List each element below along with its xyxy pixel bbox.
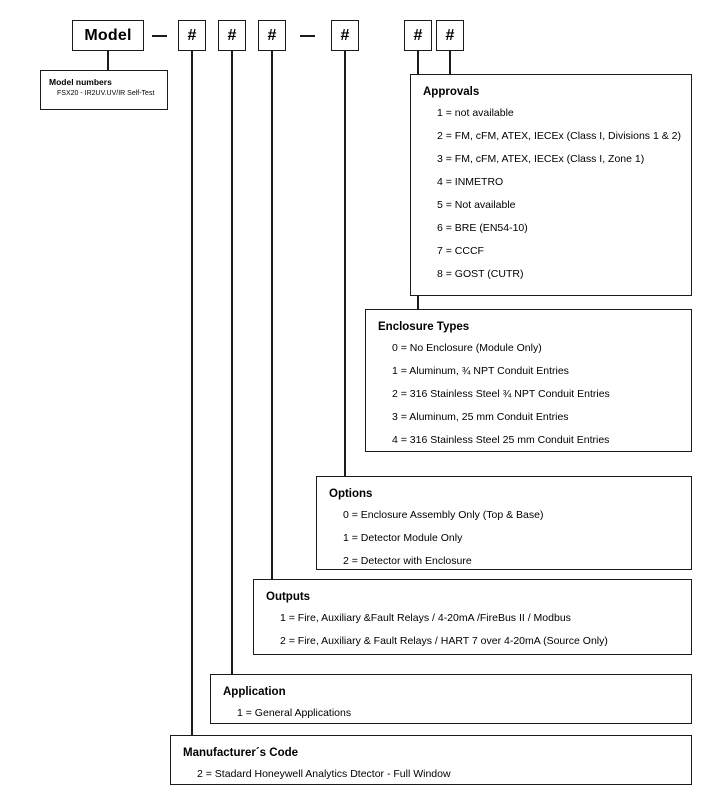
approvals-box: Approvals 1 = not available 2 = FM, cFM,… <box>410 74 692 296</box>
hash-cell-3: # <box>258 20 286 51</box>
connector-application <box>231 51 233 674</box>
options-option-1: 0 = Enclosure Assembly Only (Top & Base) <box>343 509 544 521</box>
connector-model <box>107 51 109 71</box>
application-box: Application 1 = General Applications <box>210 674 692 724</box>
model-numbers-value: FSX20 - IR2UV.UV/IR Self-Test <box>57 90 155 97</box>
enclosure-types-option-3: 2 = 316 Stainless Steel ¾ NPT Conduit En… <box>392 388 610 401</box>
approvals-option-7: 7 = CCCF <box>437 245 484 258</box>
enclosure-types-box: Enclosure Types 0 = No Enclosure (Module… <box>365 309 692 452</box>
approvals-option-1: 1 = not available <box>437 107 514 119</box>
model-numbers-title: Model numbers <box>49 77 112 87</box>
model-numbers-box: Model numbers FSX20 - IR2UV.UV/IR Self-T… <box>40 70 168 110</box>
hash-cell-2: # <box>218 20 246 51</box>
hash-cell-1: # <box>178 20 206 51</box>
approvals-option-5: 5 = Not available <box>437 199 516 212</box>
outputs-title: Outputs <box>266 591 311 603</box>
manufacturers-code-option-1: 2 = Stadard Honeywell Analytics Dtector … <box>197 768 451 780</box>
outputs-option-2: 2 = Fire, Auxiliary & Fault Relays / HAR… <box>280 635 608 648</box>
connector-approvals <box>449 51 451 74</box>
enclosure-types-option-2: 1 = Aluminum, ¾ NPT Conduit Entries <box>392 365 569 378</box>
enclosure-types-option-1: 0 = No Enclosure (Module Only) <box>392 342 542 354</box>
approvals-option-2: 2 = FM, cFM, ATEX, IECEx (Class I, Divis… <box>437 130 681 143</box>
enclosure-types-title: Enclosure Types <box>378 321 470 333</box>
model-cell: Model <box>72 20 144 51</box>
approvals-option-8: 8 = GOST (CUTR) <box>437 268 524 281</box>
dash-separator-2 <box>300 35 315 37</box>
connector-options <box>344 51 346 476</box>
manufacturers-code-title: Manufacturer´s Code <box>183 747 299 759</box>
manufacturers-code-box: Manufacturer´s Code 2 = Stadard Honeywel… <box>170 735 692 785</box>
hash-cell-5: # <box>404 20 432 51</box>
application-option-1: 1 = General Applications <box>237 707 352 719</box>
outputs-option-1: 1 = Fire, Auxiliary &Fault Relays / 4-20… <box>280 612 571 624</box>
hash-cell-4: # <box>331 20 359 51</box>
connector-manufacturers-code <box>191 51 193 735</box>
approvals-title: Approvals <box>423 86 480 98</box>
code-string-row: Model # # # # # # <box>0 0 723 60</box>
approvals-option-3: 3 = FM, cFM, ATEX, IECEx (Class I, Zone … <box>437 153 645 166</box>
enclosure-types-option-5: 4 = 316 Stainless Steel 25 mm Conduit En… <box>392 434 610 447</box>
options-option-3: 2 = Detector with Enclosure <box>343 555 472 568</box>
approvals-option-4: 4 = INMETRO <box>437 176 504 189</box>
connector-outputs <box>271 51 273 579</box>
outputs-box: Outputs 1 = Fire, Auxiliary &Fault Relay… <box>253 579 692 655</box>
options-box: Options 0 = Enclosure Assembly Only (Top… <box>316 476 692 570</box>
options-title: Options <box>329 488 373 500</box>
hash-cell-6: # <box>436 20 464 51</box>
application-title: Application <box>223 686 286 698</box>
approvals-option-6: 6 = BRE (EN54-10) <box>437 222 528 235</box>
options-option-2: 1 = Detector Module Only <box>343 532 463 545</box>
enclosure-types-option-4: 3 = Aluminum, 25 mm Conduit Entries <box>392 411 569 424</box>
dash-separator-1 <box>152 35 167 37</box>
